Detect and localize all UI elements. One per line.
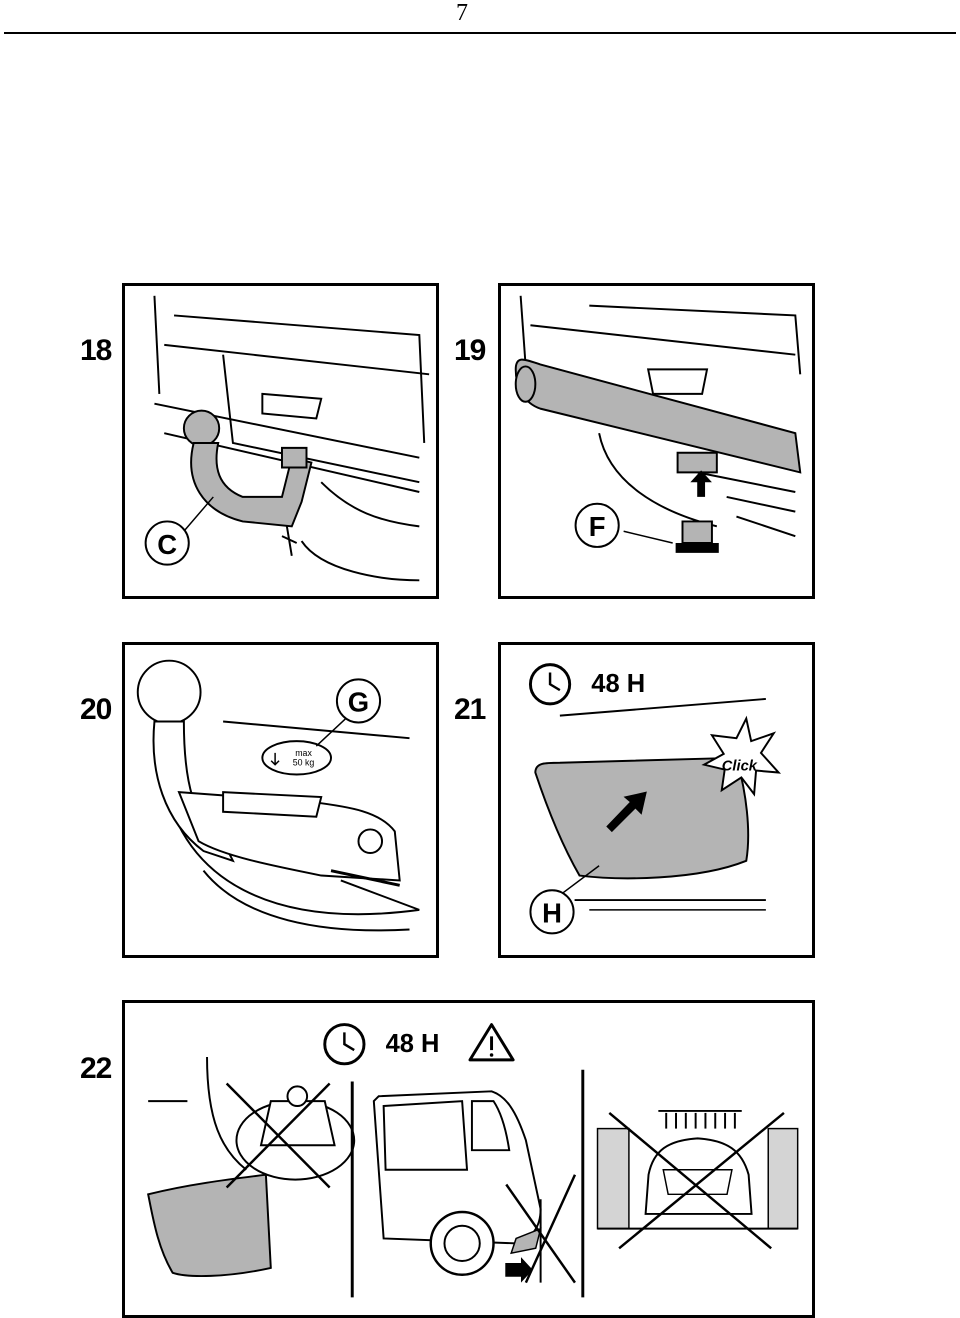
- illustration-step-19: F: [514, 295, 802, 553]
- clock-icon: [323, 1023, 366, 1066]
- click-starburst-icon: [701, 715, 782, 797]
- illustration-step-21: 48 H Click H: [528, 663, 782, 935]
- prohibited-cross-icon: [225, 1082, 331, 1189]
- prohibited-cross-icon: [608, 1111, 785, 1250]
- step-number-22: 22: [80, 1052, 112, 1085]
- no-reverse-scene: [372, 1090, 577, 1284]
- callout-h: H: [542, 898, 562, 929]
- step-number-19: 19: [454, 334, 486, 367]
- step-number-21: 21: [454, 693, 486, 726]
- arrow-icon: [505, 1257, 533, 1283]
- label-load: 50 kg: [293, 758, 315, 768]
- illustration-step-22: 48 H: [147, 1023, 799, 1298]
- clock-icon: [528, 663, 572, 706]
- max-load-label: [261, 740, 333, 776]
- duration-label-22: 48 H: [386, 1030, 440, 1058]
- step-number-20: 20: [80, 693, 112, 726]
- label-max: max: [295, 748, 312, 758]
- step-number-18: 18: [80, 334, 112, 367]
- panel-step-21: 48 H Click H: [498, 642, 815, 958]
- warning-icon: [468, 1023, 515, 1062]
- no-load-scene: [147, 1056, 356, 1278]
- callout-c: C: [157, 529, 177, 560]
- arrow-up-icon: [690, 470, 712, 497]
- illustration-step-20: max 50 kg G: [136, 659, 420, 932]
- callout-g: G: [348, 687, 369, 718]
- arrow-icon: [606, 791, 647, 833]
- duration-label: 48 H: [591, 670, 645, 698]
- callout-c-circle: [144, 520, 190, 566]
- header-rule: [4, 32, 956, 34]
- callout-f: F: [589, 511, 606, 542]
- no-car-wash-scene: [596, 1109, 799, 1250]
- panel-step-18: C: [122, 283, 439, 599]
- panel-step-22: 48 H: [122, 1000, 815, 1318]
- panel-step-19: F: [498, 283, 815, 599]
- panel-step-20: max 50 kg G: [122, 642, 439, 958]
- click-text: Click: [722, 759, 758, 775]
- illustration-step-18: C: [144, 295, 430, 582]
- prohibited-cross-icon: [505, 1174, 577, 1284]
- page-number: 7: [456, 0, 468, 26]
